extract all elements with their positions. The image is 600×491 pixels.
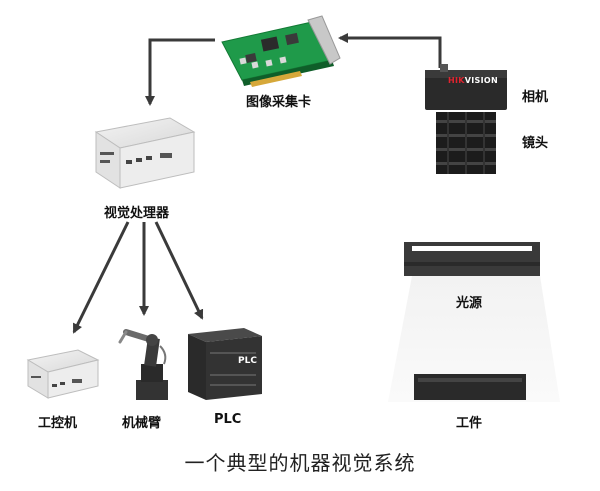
camera-brand-prefix: HIK xyxy=(448,76,465,85)
label-robot-arm: 机械臂 xyxy=(122,416,162,431)
lens-image xyxy=(436,112,496,174)
diagram-caption: 一个典型的机器视觉系统 xyxy=(184,451,416,475)
label-workpiece: 工件 xyxy=(456,416,483,431)
label-lens: 镜头 xyxy=(522,136,549,151)
plc-image xyxy=(188,328,262,400)
robot-arm-image xyxy=(118,329,168,400)
arrow-processor-to-industrial-pc xyxy=(72,221,130,334)
camera-brand-suffix: VISION xyxy=(464,76,498,85)
arrow-capture-card-to-processor xyxy=(145,38,215,106)
camera-image xyxy=(425,64,507,110)
plc-badge: PLC xyxy=(238,356,257,366)
industrial-pc-image xyxy=(26,349,100,399)
label-light-source: 光源 xyxy=(456,296,483,311)
label-camera: 相机 xyxy=(522,90,549,105)
workpiece-image xyxy=(414,374,526,400)
arrow-processor-to-plc xyxy=(154,221,204,320)
label-industrial-pc: 工控机 xyxy=(38,416,78,431)
camera-brand: HIKVISION xyxy=(448,76,498,85)
light-beam xyxy=(388,276,560,402)
label-plc: PLC xyxy=(214,412,242,427)
capture-card-image xyxy=(221,15,341,87)
vision-processor-image xyxy=(94,117,196,189)
label-vision-processor: 视觉处理器 xyxy=(104,206,170,221)
light-source-image xyxy=(404,242,540,276)
arrow-camera-to-capture-card xyxy=(338,33,442,68)
label-capture-card: 图像采集卡 xyxy=(246,95,312,110)
